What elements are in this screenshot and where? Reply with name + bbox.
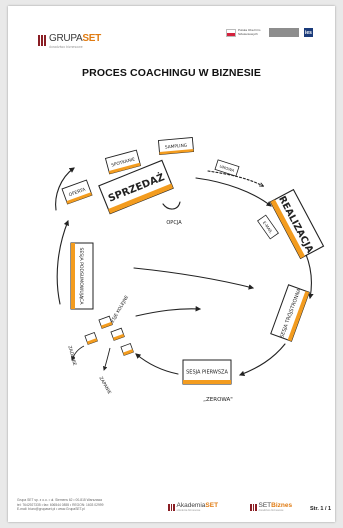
- logo2-tagline: doradztwo biznesowe: [259, 509, 293, 512]
- logo2-main-text: SET: [259, 502, 272, 509]
- box-umowa: UMOWA: [215, 160, 239, 176]
- coaching-process-diagram: OFERTA SPOTKANIE SAMPLING SPRZEDAŻ OPCJA…: [8, 6, 335, 522]
- center-arrow-2: [136, 309, 200, 316]
- contact-line-address: Grupa SET sp. z o.o. • ul. Siemens 62 • …: [17, 498, 103, 503]
- zapanie-arrow: [104, 348, 110, 370]
- label-zapanie: ZAPANIE: [97, 376, 112, 396]
- label-zadanie: ZADANIE: [66, 345, 77, 366]
- box-sesja-podsumowujaca: SESJA PODSUMOWUJĄCA: [71, 243, 93, 309]
- label-zerowa: „ZEROWA": [203, 397, 233, 403]
- box-realizacja: REALIZACJA: [270, 190, 323, 259]
- label-sesja-podsumowujaca: SESJA PODSUMOWUJĄCA: [78, 247, 84, 305]
- footer-contact: Grupa SET sp. z o.o. • ul. Siemens 62 • …: [17, 498, 103, 512]
- box-sesja-trojstronna: SESJA TRÓJSTRONNA: [271, 284, 310, 341]
- document-page: GRUPASET doradztwo biznesowe Polska Izba…: [8, 6, 335, 522]
- setbiznes-logo: SETBiznes doradztwo biznesowe: [250, 502, 292, 512]
- cycle-arrows: [56, 168, 312, 375]
- box-e-mail: E-MAIL: [258, 215, 279, 239]
- page-number: Str. 1 / 1: [310, 506, 331, 512]
- center-arrow: [134, 268, 253, 288]
- cycle-arrow-bottom-left: [136, 354, 178, 374]
- box-sampling: SAMPLING: [158, 138, 193, 155]
- cycle-arrow-top: [196, 178, 271, 206]
- box-sesja-pierwsza: SESJA PIERWSZA: [183, 360, 231, 384]
- akademiaset-logo: AkademiaSET szkolenia biznesowe: [168, 502, 218, 512]
- label-opcja: OPCJA: [166, 220, 182, 226]
- box-spotkanie: SPOTKANIE: [105, 150, 140, 174]
- logo1-tagline: szkolenia biznesowe: [177, 509, 219, 512]
- cycle-arrow-left: [57, 221, 68, 304]
- label-sesja-pierwsza: SESJA PIERWSZA: [186, 370, 228, 376]
- opcja-hook: [163, 202, 180, 209]
- logo1-main-text: Akademia: [177, 502, 206, 509]
- contact-line-email[interactable]: E-mail: biuro@grupaset.pl • www.GrupaSET…: [17, 507, 103, 512]
- cycle-arrow-bottom-right: [240, 344, 285, 375]
- sesje-kolejne-group: SESJE KOLEJNE ZADANIE ZAPANIE: [66, 294, 133, 395]
- page-footer: Grupa SET sp. z o.o. • ul. Siemens 62 • …: [8, 494, 335, 522]
- logo2-accent-text: Biznes: [271, 502, 292, 509]
- logo-bars-icon: [168, 504, 175, 511]
- logo1-accent-text: SET: [205, 502, 218, 509]
- logo-bars-icon: [250, 504, 257, 511]
- box-oferta: OFERTA: [62, 180, 92, 204]
